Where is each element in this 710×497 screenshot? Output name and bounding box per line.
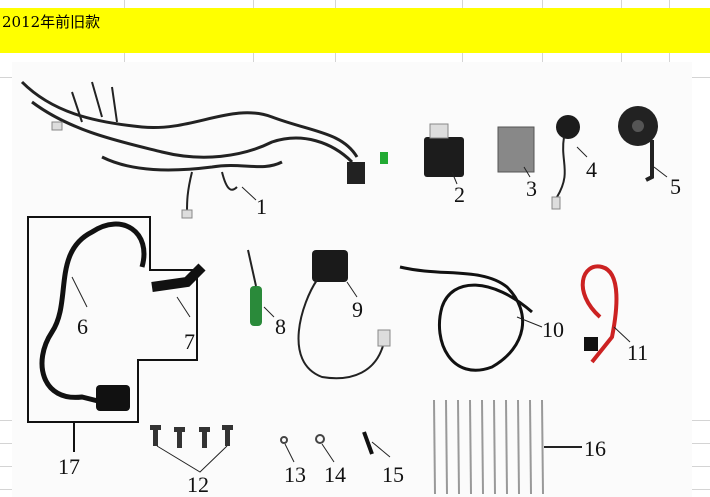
pin: [362, 431, 374, 455]
label-7: 7: [184, 329, 195, 354]
label-16: 16: [584, 436, 606, 461]
battery-cable: [580, 264, 619, 364]
spark-plug-cap: [151, 263, 206, 292]
label-2: 2: [454, 182, 465, 207]
label-13: 13: [284, 462, 306, 487]
washer-small: [280, 436, 288, 444]
label-10: 10: [542, 317, 564, 342]
green-connector: [250, 286, 262, 326]
header-cell-text: 2012年前旧款: [2, 13, 101, 31]
label-14: 14: [324, 462, 346, 487]
label-12: 12: [187, 472, 209, 497]
label-4: 4: [586, 157, 597, 182]
parts-diagram: 1 2 3 4 5 6 7 17 8 9 10 11: [20, 80, 681, 497]
connector: [347, 162, 365, 184]
ignition-group-box: [27, 216, 198, 423]
washer: [315, 434, 325, 444]
parts-diagram-image[interactable]: 1 2 3 4 5 6 7 17 8 9 10 11: [12, 62, 692, 497]
label-9: 9: [352, 297, 363, 322]
label-8: 8: [275, 314, 286, 339]
regulator: [497, 126, 535, 173]
bolts: [150, 425, 233, 448]
wiring-harness: [20, 80, 359, 213]
connector: [380, 152, 388, 164]
label-17: 17: [58, 454, 80, 479]
ignition-coil-cable: [39, 221, 147, 405]
header-cell[interactable]: 2012年前旧款: [0, 8, 710, 53]
ignition-coil: [96, 385, 130, 411]
cdi-unit: [424, 137, 464, 177]
starter-relay: [312, 250, 348, 282]
label-6: 6: [77, 314, 88, 339]
label-3: 3: [526, 176, 537, 201]
label-11: 11: [627, 340, 648, 365]
throttle-cable: [399, 265, 533, 372]
label-15: 15: [382, 462, 404, 487]
switch: [556, 115, 580, 139]
label-1: 1: [256, 194, 267, 219]
cable-ties: [433, 399, 544, 495]
label-5: 5: [670, 174, 681, 199]
